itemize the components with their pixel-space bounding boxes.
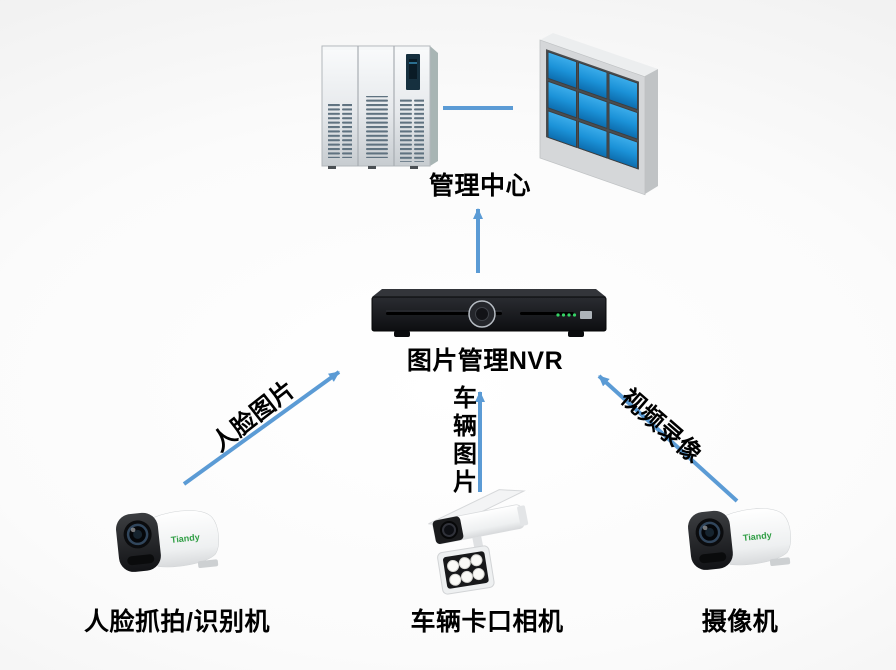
nvr-image [371,289,607,337]
camera-ir-window [127,554,155,566]
face-camera-image: Tiandy [116,510,219,572]
nvr-usb-port [580,311,592,319]
brand-logo-text: Tiandy [170,532,200,545]
videowall-side-face [645,69,658,194]
vehicle-camera-image [428,489,529,595]
nvr-vent-slot [520,312,574,315]
video-camera-image: Tiandy [688,508,791,570]
label-nvr: 图片管理NVR [406,347,564,375]
edge-label-vehicle-pictures: 车辆图片 [448,385,476,497]
camera-body [152,510,219,568]
label-vehicle-camera: 车辆卡口相机 [410,608,564,636]
server-vent-grille [328,102,352,158]
label-video-camera: 摄像机 [701,608,779,636]
videowall-screen-grid [547,51,638,170]
led-flood-light [437,545,495,595]
videowall-top-face [540,33,658,76]
brand-logo-text: Tiandy [742,530,772,543]
camera-mount [769,557,791,567]
nvr-top-face [372,289,606,297]
server-vent-grille [364,96,388,158]
camera-body [724,508,791,566]
server-rack-image [321,45,438,169]
camera-ir-window [699,552,727,564]
led-array [447,554,485,586]
label-face-camera: 人脸抓拍/识别机 [84,608,270,636]
label-management-center: 管理中心 [428,172,532,200]
server-side-panel [430,46,438,166]
video-wall-image [539,33,658,196]
camera-mount [197,559,219,569]
videowall-front-face [539,39,646,196]
edge-label-video-recording: 视频录像 [615,383,707,469]
nvr-status-leds [556,313,577,317]
server-vent-grille [400,98,424,162]
edge-label-face-pictures: 人脸图片 [206,375,301,458]
